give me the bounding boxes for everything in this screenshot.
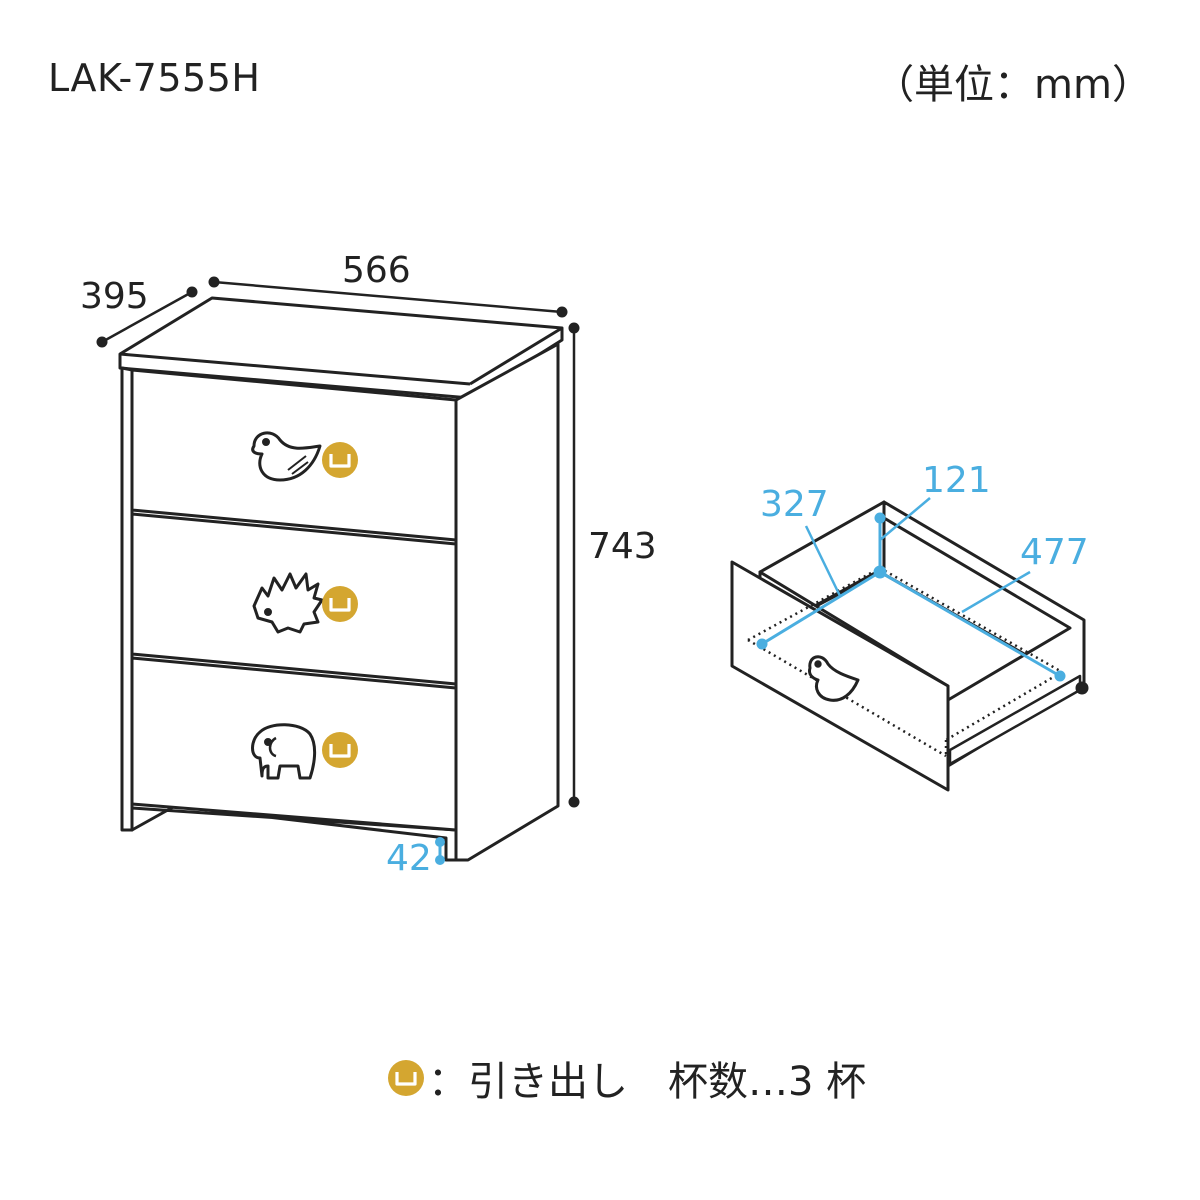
chest-base: [130, 804, 458, 862]
depth-label: 395: [80, 276, 149, 317]
dim-width: [208, 276, 568, 318]
legend: ：引き出し 杯数…3 杯: [388, 1052, 867, 1105]
width-label: 566: [342, 250, 411, 291]
drawer-marker-2: [320, 584, 360, 624]
inner-width-label: 477: [1020, 532, 1089, 573]
leg-gap-label: 42: [386, 838, 432, 879]
bird-knob: [251, 431, 322, 482]
dim-depth: [96, 286, 198, 348]
unit-label: （単位：mm）: [874, 62, 1152, 108]
dim-leg-gap: [435, 837, 445, 865]
inner-height-label: 121: [922, 460, 991, 501]
elephant-knob: [251, 723, 317, 780]
drawer-marker-icon: [388, 1060, 424, 1096]
chest-illustration: [118, 296, 564, 862]
drawer-marker-3: [320, 730, 360, 770]
chest-side-panel: [454, 342, 560, 862]
dim-inner: [756, 497, 1066, 682]
chest-top: [118, 296, 564, 400]
model-number: LAK-7555H: [48, 56, 261, 100]
drawer-bird-knob: [808, 655, 860, 702]
inner-depth-label: 327: [760, 484, 829, 525]
hedgehog-knob: [252, 572, 324, 634]
legend-text: ：引き出し 杯数…3 杯: [428, 1059, 867, 1105]
drawer-marker-1: [320, 440, 360, 480]
dim-height: [568, 322, 580, 808]
height-label: 743: [588, 526, 657, 567]
